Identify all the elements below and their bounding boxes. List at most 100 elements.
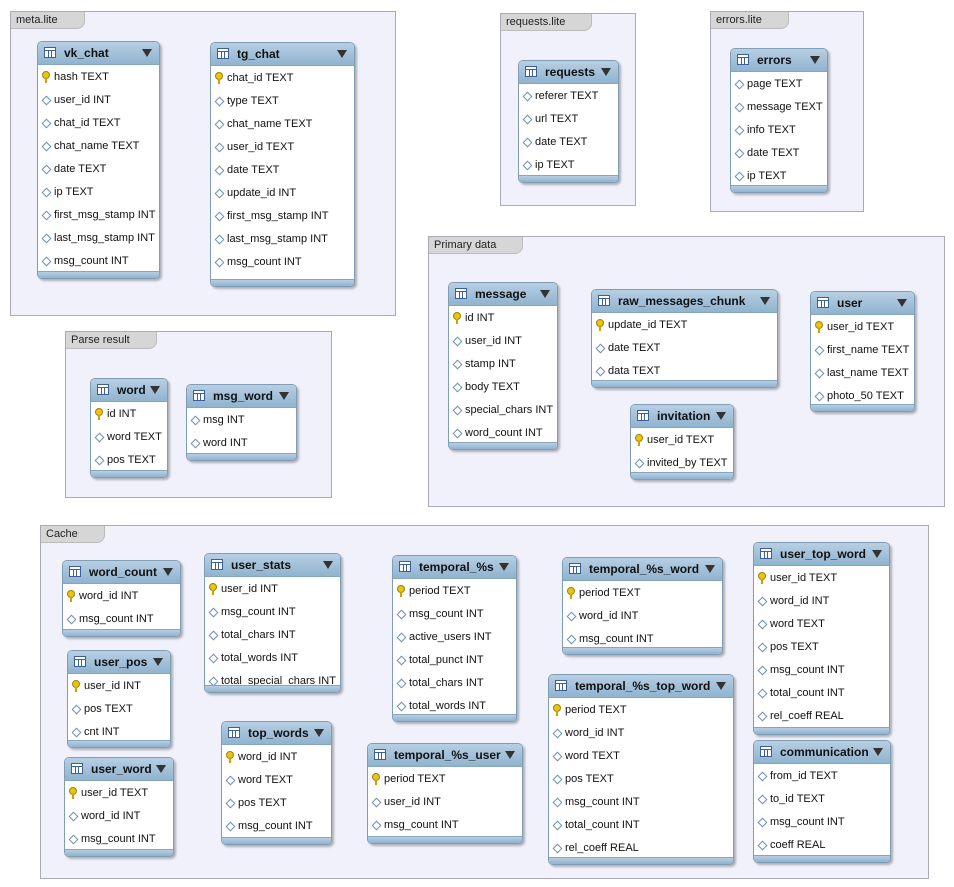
collapse-arrow-icon[interactable] bbox=[540, 290, 550, 298]
table-header[interactable]: tg_chat bbox=[211, 43, 354, 66]
collapse-arrow-icon[interactable] bbox=[314, 729, 324, 737]
collapse-arrow-icon[interactable] bbox=[873, 748, 883, 756]
column-row[interactable]: ip TEXT bbox=[731, 165, 827, 188]
column-row[interactable]: date TEXT bbox=[519, 131, 618, 154]
table-header[interactable]: communication bbox=[754, 741, 890, 764]
collapse-arrow-icon[interactable] bbox=[153, 658, 163, 666]
column-row[interactable]: from_id TEXT bbox=[754, 765, 890, 788]
table-header[interactable]: raw_messages_chunk bbox=[592, 290, 777, 313]
collapse-arrow-icon[interactable] bbox=[505, 751, 515, 759]
column-row[interactable]: ip TEXT bbox=[38, 181, 159, 204]
column-row[interactable]: period TEXT bbox=[549, 699, 733, 722]
table-header[interactable]: errors bbox=[731, 49, 827, 72]
column-row[interactable]: user_id TEXT bbox=[65, 782, 173, 805]
table-header[interactable]: user_top_word bbox=[754, 543, 889, 566]
table-header[interactable]: user_word bbox=[65, 758, 173, 781]
column-row[interactable]: word_count INT bbox=[449, 422, 557, 445]
column-row[interactable]: pos TEXT bbox=[549, 768, 733, 791]
column-row[interactable]: word_id INT bbox=[222, 746, 331, 769]
column-row[interactable]: date TEXT bbox=[38, 158, 159, 181]
collapse-arrow-icon[interactable] bbox=[716, 682, 726, 690]
column-row[interactable]: total_chars INT bbox=[393, 672, 516, 695]
column-row[interactable]: last_msg_stamp INT bbox=[38, 227, 159, 250]
column-row[interactable]: rel_coeff REAL bbox=[754, 705, 889, 728]
column-row[interactable]: word_id INT bbox=[563, 605, 722, 628]
table-header[interactable]: msg_word bbox=[187, 385, 296, 408]
column-row[interactable]: update_id INT bbox=[211, 182, 354, 205]
table-header[interactable]: word bbox=[91, 379, 167, 402]
column-row[interactable]: msg_count INT bbox=[63, 608, 180, 631]
column-row[interactable]: msg_count INT bbox=[563, 628, 722, 651]
column-row[interactable]: date TEXT bbox=[731, 142, 827, 165]
column-row[interactable]: total_count INT bbox=[754, 682, 889, 705]
column-row[interactable]: word_id INT bbox=[549, 722, 733, 745]
column-row[interactable]: user_id TEXT bbox=[631, 429, 733, 452]
collapse-arrow-icon[interactable] bbox=[142, 49, 152, 57]
column-row[interactable]: user_id INT bbox=[368, 791, 522, 814]
collapse-arrow-icon[interactable] bbox=[163, 568, 173, 576]
table-header[interactable]: temporal_%s_word bbox=[563, 558, 722, 581]
column-row[interactable]: msg_count INT bbox=[368, 814, 522, 837]
column-row[interactable]: first_msg_stamp INT bbox=[38, 204, 159, 227]
collapse-arrow-icon[interactable] bbox=[499, 563, 509, 571]
table-header[interactable]: message bbox=[449, 283, 557, 306]
collapse-arrow-icon[interactable] bbox=[156, 765, 166, 773]
table-header[interactable]: user_stats bbox=[205, 554, 340, 577]
collapse-arrow-icon[interactable] bbox=[337, 50, 347, 58]
column-row[interactable]: rel_coeff REAL bbox=[549, 837, 733, 860]
column-row[interactable]: photo_50 TEXT bbox=[811, 385, 914, 408]
column-row[interactable]: user_id TEXT bbox=[211, 136, 354, 159]
column-row[interactable]: type TEXT bbox=[211, 90, 354, 113]
column-row[interactable]: total_count INT bbox=[549, 814, 733, 837]
column-row[interactable]: pos TEXT bbox=[754, 636, 889, 659]
column-row[interactable]: word_id INT bbox=[63, 585, 180, 608]
column-row[interactable]: user_id INT bbox=[68, 675, 170, 698]
column-row[interactable]: date TEXT bbox=[592, 337, 777, 360]
column-row[interactable]: msg_count INT bbox=[211, 251, 354, 274]
column-row[interactable]: msg_count INT bbox=[754, 811, 890, 834]
column-row[interactable]: total_words INT bbox=[393, 695, 516, 718]
collapse-arrow-icon[interactable] bbox=[323, 561, 333, 569]
column-row[interactable]: invited_by TEXT bbox=[631, 452, 733, 475]
column-row[interactable]: cnt INT bbox=[68, 721, 170, 744]
collapse-arrow-icon[interactable] bbox=[150, 386, 160, 394]
column-row[interactable]: update_id TEXT bbox=[592, 314, 777, 337]
column-row[interactable]: chat_id TEXT bbox=[38, 112, 159, 135]
column-row[interactable]: stamp INT bbox=[449, 353, 557, 376]
column-row[interactable]: period TEXT bbox=[368, 768, 522, 791]
column-row[interactable]: word_id INT bbox=[754, 590, 889, 613]
column-row[interactable]: referer TEXT bbox=[519, 85, 618, 108]
column-row[interactable]: total_chars INT bbox=[205, 624, 340, 647]
column-row[interactable]: hash TEXT bbox=[38, 66, 159, 89]
column-row[interactable]: id INT bbox=[91, 403, 167, 426]
column-row[interactable]: first_name TEXT bbox=[811, 339, 914, 362]
table-header[interactable]: top_words bbox=[222, 722, 331, 745]
column-row[interactable]: special_chars INT bbox=[449, 399, 557, 422]
column-row[interactable]: first_msg_stamp INT bbox=[211, 205, 354, 228]
table-header[interactable]: temporal_%s_top_word bbox=[549, 675, 733, 698]
table-header[interactable]: invitation bbox=[631, 405, 733, 428]
table-header[interactable]: temporal_%s_user bbox=[368, 744, 522, 767]
collapse-arrow-icon[interactable] bbox=[279, 392, 289, 400]
column-row[interactable]: total_punct INT bbox=[393, 649, 516, 672]
column-row[interactable]: msg_count INT bbox=[205, 601, 340, 624]
column-row[interactable]: body TEXT bbox=[449, 376, 557, 399]
column-row[interactable]: coeff REAL bbox=[754, 834, 890, 857]
column-row[interactable]: msg_count INT bbox=[222, 815, 331, 838]
column-row[interactable]: word TEXT bbox=[754, 613, 889, 636]
column-row[interactable]: word INT bbox=[187, 432, 296, 455]
collapse-arrow-icon[interactable] bbox=[601, 68, 611, 76]
table-header[interactable]: user_pos bbox=[68, 651, 170, 674]
